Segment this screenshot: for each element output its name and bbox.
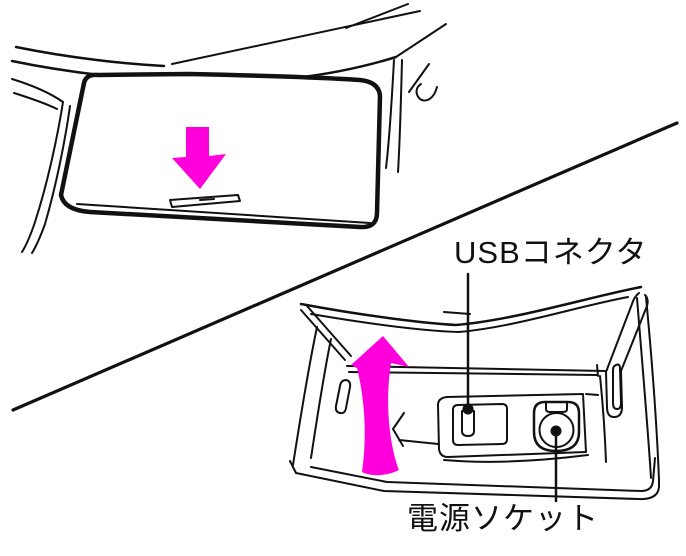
panel-right-extension (585, 393, 599, 396)
right-wall-inner-line (599, 375, 607, 463)
open-lid-lower-edge (310, 296, 629, 333)
open-lid-left-tip-outer (300, 309, 346, 361)
left-wall-outer (292, 326, 318, 466)
box-right-edge-inner (636, 297, 652, 479)
floor-front-line (398, 439, 439, 445)
open-lid-center-mark (443, 311, 471, 315)
usb-leader-dot (462, 403, 474, 415)
opening-edge-end-tick (596, 364, 599, 377)
left-trim-upper (11, 78, 64, 103)
left-trim-edge-outer (21, 101, 64, 253)
open-up-arrow-icon (351, 336, 409, 476)
pillar-hook-detail (415, 83, 438, 102)
roof-line (345, 3, 409, 29)
windshield-base-line (171, 10, 421, 65)
opening-top-edge-lower (348, 371, 598, 376)
open-lid-illustration (289, 272, 660, 503)
power-leader-dot (550, 425, 562, 437)
lid-latch-lip (199, 198, 215, 201)
pillar-crease (408, 63, 430, 93)
left-trim-edge-inner (31, 105, 71, 254)
press-down-arrow-icon (172, 127, 226, 189)
pillar-upper-edge (395, 23, 447, 58)
console-lid-closed (58, 71, 383, 230)
front-lip-left-cap (289, 460, 297, 474)
usb-connector-label: USBコネクタ (454, 235, 648, 270)
hinge-arm-slot (612, 363, 622, 410)
left-trim-lower (13, 92, 58, 110)
left-wall-pull-slot (334, 379, 352, 415)
power-socket-label: 電源ソケット (407, 501, 599, 536)
front-lip-top (310, 457, 656, 492)
pillar-trim-line-2 (397, 59, 403, 173)
lid-latch-slot (169, 194, 241, 208)
usb-leader (462, 272, 474, 415)
closed-lid-illustration (10, 3, 447, 254)
usb-port-slot (461, 410, 475, 437)
panel-lower-line (443, 454, 589, 463)
dash-top-edge (14, 45, 166, 68)
box-right-edge-outer (645, 296, 660, 481)
separator-line (11, 121, 679, 412)
left-wall-inner (310, 338, 332, 459)
open-lid-upper-edge (299, 285, 643, 327)
front-lip-outer (295, 472, 660, 501)
open-lid-left-tip-inner (306, 305, 352, 357)
lid-bottom-crease (76, 203, 371, 224)
power-leader (550, 425, 562, 503)
pillar-trim-line-1 (385, 59, 395, 169)
